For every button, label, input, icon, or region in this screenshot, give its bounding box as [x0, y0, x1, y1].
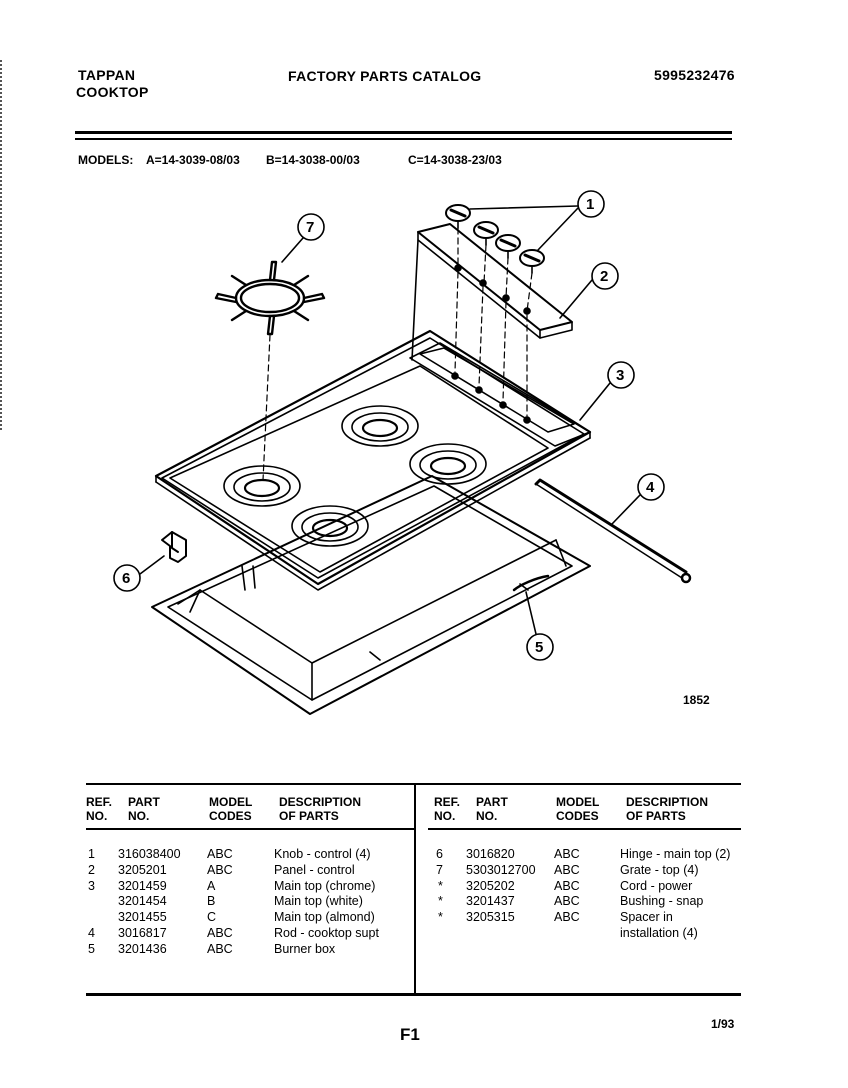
model-a: A=14-3039-08/03 [146, 153, 240, 167]
product-name: COOKTOP [76, 84, 149, 100]
catalog-title: FACTORY PARTS CATALOG [288, 68, 482, 84]
figure-number: 1852 [683, 693, 710, 707]
grate [214, 260, 326, 336]
header-rule-bottom [75, 138, 732, 140]
callouts [113, 190, 665, 661]
models-label: MODELS: [78, 153, 134, 167]
header-underline-left [86, 828, 414, 830]
main-top [154, 329, 592, 591]
header-ref-right: REF.NO. [434, 795, 461, 823]
table-rule-bottom [86, 993, 741, 996]
hinge [161, 531, 187, 563]
control-panel [411, 223, 573, 361]
table-rule-top [86, 783, 741, 785]
callout-6: 6 [122, 570, 131, 587]
brand: TAPPAN [78, 67, 136, 83]
header-underline-right [428, 828, 741, 830]
burner-box [151, 475, 591, 715]
scan-edge-artifact [0, 60, 14, 430]
table-divider [414, 783, 416, 995]
callout-2: 2 [600, 268, 609, 285]
callout-4: 4 [646, 479, 655, 496]
burner-openings [223, 405, 487, 547]
catalog-number: 5995232476 [654, 67, 735, 83]
header-rule-top [75, 131, 732, 134]
callout-1: 1 [586, 196, 595, 213]
callout-5: 5 [535, 639, 544, 656]
callout-3: 3 [616, 367, 625, 384]
control-knobs [445, 204, 545, 274]
page-number: F1 [400, 1025, 420, 1044]
support-rod [534, 478, 692, 584]
header-ref: REF.NO. [86, 795, 113, 823]
assembly-lines [262, 227, 533, 481]
callout-7: 7 [306, 219, 315, 236]
revision-date: 1/93 [711, 1017, 735, 1031]
model-c: C=14-3038-23/03 [408, 153, 502, 167]
model-b: B=14-3038-00/03 [266, 153, 360, 167]
